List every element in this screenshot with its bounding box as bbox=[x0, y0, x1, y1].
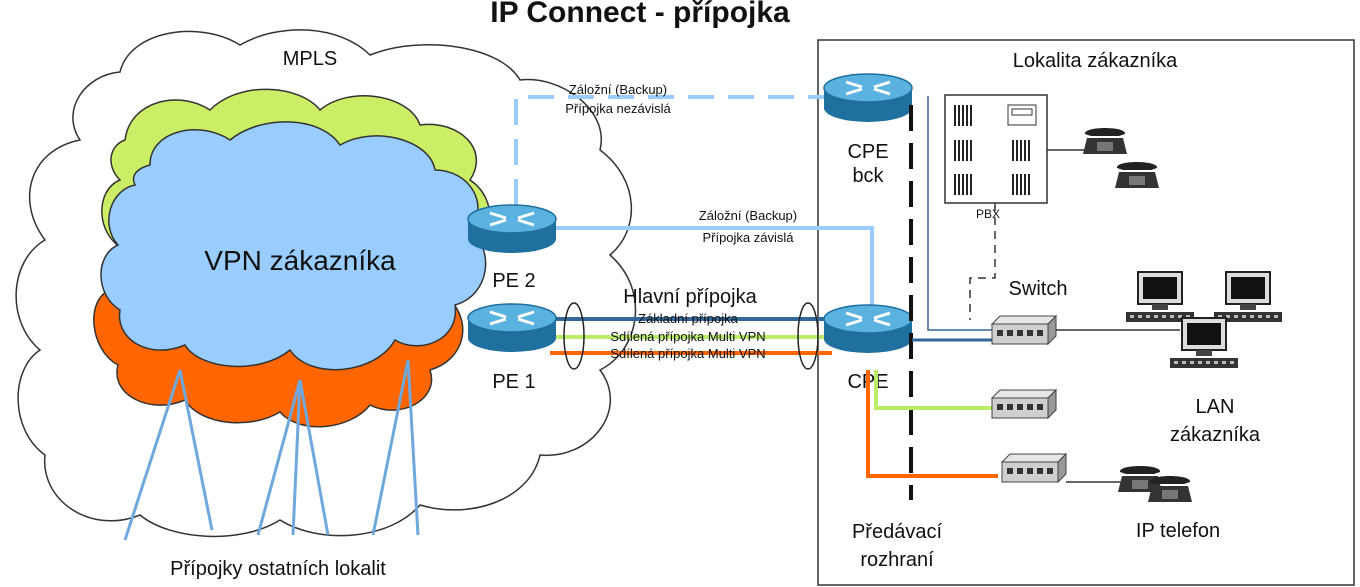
handover-label-1: Předávací bbox=[852, 521, 942, 543]
pe2-router-icon bbox=[466, 203, 558, 255]
backup-independent-label-2: Přípojka nezávislá bbox=[565, 101, 671, 116]
handover-label-2: rozhraní bbox=[860, 549, 934, 571]
phone-icon bbox=[1083, 128, 1127, 154]
shared-link-label-2: Sdílená přípojka Multi VPN bbox=[610, 346, 765, 361]
lan-label-2: zákazníka bbox=[1170, 424, 1261, 446]
backup-dependent-label-1: Záložní (Backup) bbox=[699, 208, 797, 223]
switch-icon bbox=[991, 389, 1057, 419]
ip-phone-label: IP telefon bbox=[1136, 520, 1220, 542]
switch-label: Switch bbox=[1009, 278, 1068, 300]
cpe-backup-router-icon bbox=[822, 72, 914, 124]
diagram-title: IP Connect - přípojka bbox=[490, 0, 790, 29]
pbx-icon bbox=[944, 94, 1048, 204]
basic-link-label: Základní přípojka bbox=[638, 311, 738, 326]
phone-icon bbox=[1115, 162, 1159, 188]
cpe-green-link bbox=[874, 370, 995, 410]
vpn-label: VPN zákazníka bbox=[204, 245, 396, 276]
backup-dependent-label-2: Přípojka závislá bbox=[702, 230, 794, 245]
pbx-label: PBX bbox=[976, 207, 1000, 221]
shared-link-label-1: Sdílená přípojka Multi VPN bbox=[610, 329, 765, 344]
main-link-label: Hlavní přípojka bbox=[623, 286, 757, 308]
pbx-switch-link bbox=[969, 203, 996, 320]
lan-label-1: LAN bbox=[1196, 396, 1235, 418]
pe2-label: PE 2 bbox=[492, 270, 535, 292]
switch-icon bbox=[1001, 453, 1067, 483]
mpls-label: MPLS bbox=[283, 48, 337, 70]
pe1-router-icon bbox=[466, 302, 558, 354]
cpe-backup-lan-link bbox=[927, 96, 1000, 331]
backup-independent-label-1: Záložní (Backup) bbox=[569, 82, 667, 97]
cpe-backup-label-1: CPE bbox=[847, 141, 888, 163]
bundle-ellipse-left bbox=[563, 302, 585, 370]
switch-icon bbox=[991, 315, 1057, 345]
bundle-ellipse-right bbox=[797, 302, 819, 370]
vpn-cloud bbox=[100, 121, 487, 371]
cpe-backup-label-2: bck bbox=[852, 165, 884, 187]
other-sites-label: Přípojky ostatních lokalit bbox=[170, 558, 386, 580]
cpe-orange-link bbox=[866, 370, 998, 478]
backup-dependent-link bbox=[556, 226, 874, 312]
cpe-router-icon bbox=[822, 303, 914, 355]
other-site-links bbox=[123, 359, 420, 541]
ip-phone-icon bbox=[1148, 476, 1192, 502]
customer-site-label: Lokalita zákazníka bbox=[1013, 50, 1178, 72]
pe1-label: PE 1 bbox=[492, 371, 535, 393]
